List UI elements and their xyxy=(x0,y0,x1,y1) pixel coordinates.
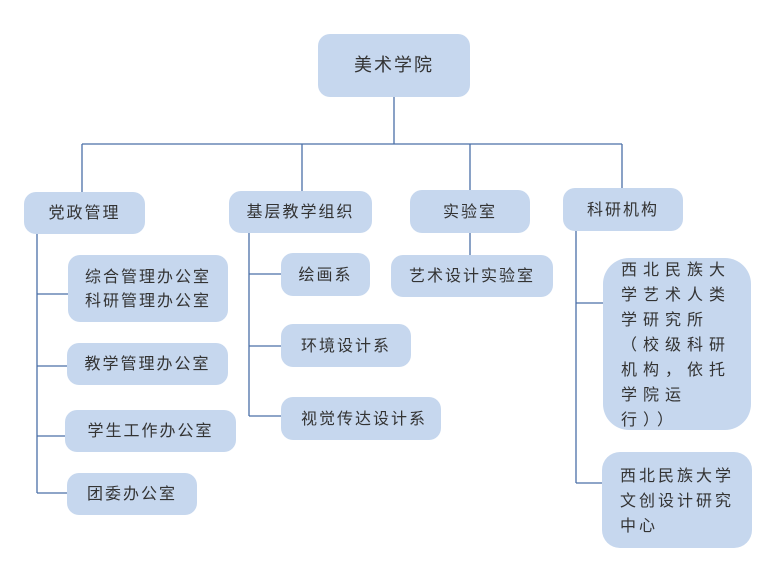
node-visual-design-dept: 视觉传达设计系 xyxy=(281,397,441,440)
node-painting-dept: 绘画系 xyxy=(281,253,370,296)
branch-research: 科研机构 xyxy=(563,188,683,231)
node-art-anthropology-institute: 西北民族大学艺术人类学研究所（校级科研机构，依托学院运行）） xyxy=(603,258,751,430)
node-creative-design-center: 西北民族大学文创设计研究中心 xyxy=(602,452,752,548)
node-general-office: 综合管理办公室 xyxy=(84,266,211,286)
node-youth-league-office: 团委办公室 xyxy=(67,473,197,515)
branch-teaching-org: 基层教学组织 xyxy=(229,191,372,233)
node-general-research-office: 综合管理办公室 科研管理办公室 xyxy=(68,255,228,322)
branch-party-admin: 党政管理 xyxy=(24,192,145,234)
node-student-office: 学生工作办公室 xyxy=(65,410,236,452)
node-environment-design-dept: 环境设计系 xyxy=(281,324,411,367)
root-node: 美术学院 xyxy=(318,34,470,97)
node-research-office: 科研管理办公室 xyxy=(84,290,211,310)
node-art-design-lab: 艺术设计实验室 xyxy=(391,255,553,297)
node-teaching-office: 教学管理办公室 xyxy=(67,343,228,385)
branch-laboratory: 实验室 xyxy=(410,190,530,233)
